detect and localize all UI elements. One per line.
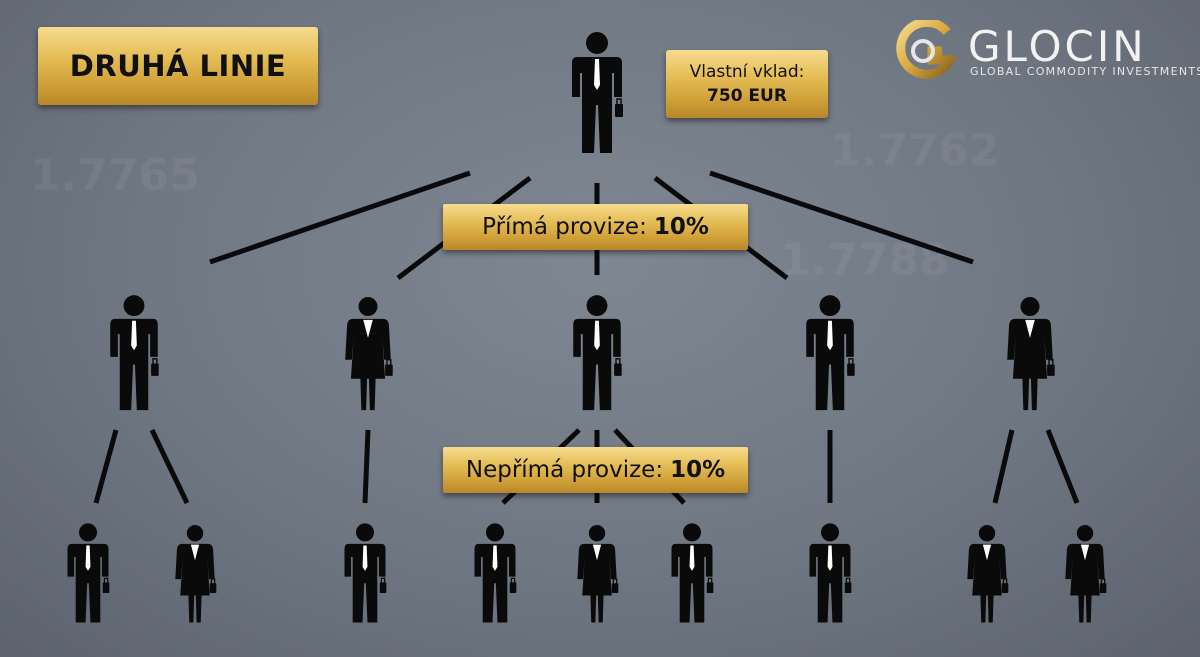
- connector-l1-1-to-l2-0: [362, 429, 371, 504]
- glocin-logo-icon: [896, 17, 958, 79]
- direct-commission-percent: 10%: [653, 214, 709, 240]
- direct-commission-box: Přímá provize: 10%: [443, 204, 748, 250]
- l2-figure-2-0-man-icon: [473, 522, 517, 624]
- connector-l1-0-to-l2-1: [149, 428, 190, 505]
- indirect-commission-percent: 10%: [670, 457, 726, 483]
- l2-figure-3-0-man-icon: [808, 522, 852, 624]
- deposit-box: Vlastní vklad: 750 EUR: [666, 50, 828, 118]
- l2-figure-4-1-woman-icon: [1064, 524, 1107, 624]
- connector-root-to-l1-0: [209, 170, 471, 265]
- l2-figure-0-1-woman-icon: [174, 524, 217, 624]
- l1-figure-3-man-icon: [805, 294, 856, 411]
- deposit-amount: 750 EUR: [707, 86, 787, 106]
- indirect-commission-label: Nepřímá provize:: [465, 457, 664, 483]
- l2-figure-2-2-man-icon: [670, 522, 714, 624]
- connector-l1-0-to-l2-0: [93, 429, 119, 504]
- l1-figure-0-man-icon: [109, 294, 160, 411]
- connector-root-to-l1-4: [709, 170, 974, 265]
- l2-figure-2-1-woman-icon: [576, 524, 619, 624]
- l1-figure-1-woman-icon: [344, 296, 394, 411]
- logo-tagline: GLOBAL COMMODITY INVESTMENTS: [970, 65, 1200, 78]
- connector-l1-4-to-l2-1: [1045, 429, 1080, 504]
- l2-figure-0-0-man-icon: [66, 522, 110, 624]
- root-figure-man-icon: [571, 31, 624, 154]
- glocin-logo: GLOCIN GLOBAL COMMODITY INVESTMENTS: [892, 17, 1200, 85]
- logo-name: GLOCIN: [968, 22, 1147, 71]
- l2-figure-4-0-woman-icon: [966, 524, 1009, 624]
- l2-figure-1-0-man-icon: [343, 522, 387, 624]
- l1-figure-2-man-icon: [572, 294, 623, 411]
- page-title: DRUHÁ LINIE: [38, 27, 318, 105]
- l1-figure-4-woman-icon: [1006, 296, 1056, 411]
- deposit-label: Vlastní vklad:: [689, 62, 805, 82]
- direct-commission-label: Přímá provize:: [482, 214, 647, 240]
- figures: [66, 31, 1107, 624]
- connector-l1-4-to-l2-0: [992, 429, 1015, 504]
- indirect-commission-box: Nepřímá provize: 10%: [443, 447, 748, 493]
